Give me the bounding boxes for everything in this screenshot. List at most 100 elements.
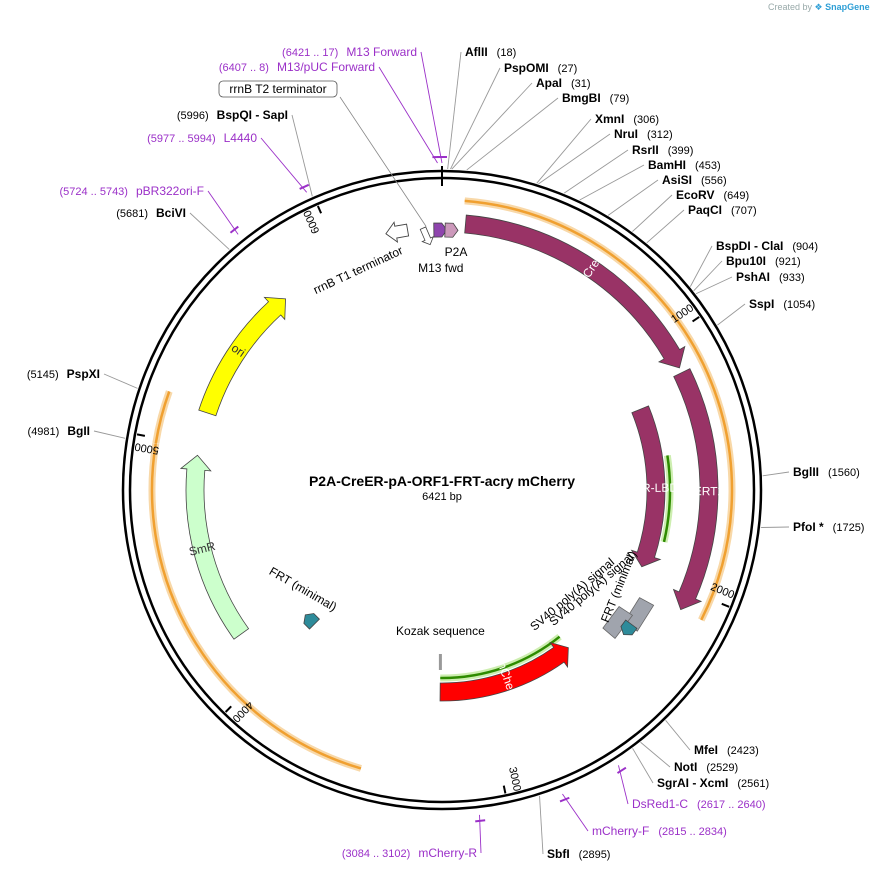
feature-label: ori <box>229 341 248 360</box>
primer-position: (3084 .. 3102) <box>342 848 411 860</box>
enzyme-position: (556) <box>701 175 727 187</box>
primer-name: DsRed1-C <box>632 797 688 811</box>
orange-arc <box>154 391 171 444</box>
tick-mark <box>692 316 700 323</box>
primer-leader <box>479 814 482 854</box>
enzyme-name: SgrAI - XcmI <box>657 776 728 790</box>
orange-arc <box>150 443 362 770</box>
primer-position: (2617 .. 2640) <box>697 799 766 811</box>
enzyme-leader <box>189 212 230 250</box>
feature-label: ERT2 <box>694 484 725 498</box>
enzyme-leader <box>693 260 723 292</box>
enzyme-position: (27) <box>558 63 578 75</box>
tick-label: 6000 <box>302 208 323 235</box>
primer-leader <box>260 137 308 193</box>
enzyme-leader <box>291 114 313 197</box>
primer-leader <box>378 66 438 164</box>
label-box <box>218 80 338 98</box>
enzyme-leader <box>607 179 659 216</box>
primer-mark <box>559 796 570 803</box>
feature-label: rrnB T2 terminator <box>229 82 326 96</box>
enzyme-name: ApaI <box>536 76 562 90</box>
tick-mark <box>721 602 730 608</box>
tick-label: 3000 <box>506 766 523 792</box>
primer-name: mCherry-F <box>592 824 649 838</box>
site-labels: AflII(18)PspOMI(27)ApaI(31)BmgBI(79)XmnI… <box>27 45 865 861</box>
tick-mark <box>502 785 507 794</box>
enzyme-position: (1725) <box>833 522 865 534</box>
enzyme-position: (921) <box>775 256 801 268</box>
feature-label: SmR <box>187 539 217 559</box>
map-length: 6421 bp <box>422 491 462 503</box>
enzyme-position: (1054) <box>783 299 815 311</box>
enzyme-position: (306) <box>633 114 659 126</box>
enzyme-leader <box>450 67 501 170</box>
feature-small-arrow <box>620 619 638 636</box>
primer-leader <box>618 765 629 805</box>
primer-mark <box>475 819 486 823</box>
feature-label: Kozak sequence <box>396 624 485 638</box>
enzyme-name: PaqCI <box>688 203 722 217</box>
enzyme-leader <box>646 209 685 244</box>
enzyme-name: AflII <box>465 45 488 59</box>
enzyme-name: EcoRV <box>676 188 714 202</box>
kozak-mark <box>438 653 442 670</box>
enzyme-position: (4981) <box>28 426 60 438</box>
green-arc <box>440 635 561 680</box>
enzyme-position: (649) <box>723 190 749 202</box>
primer-name: M13 Forward <box>346 45 417 59</box>
enzyme-position: (2529) <box>706 762 738 774</box>
enzyme-leader <box>689 245 713 287</box>
enzyme-position: (707) <box>731 205 757 217</box>
enzyme-name: BamHI <box>648 158 686 172</box>
primer-position: (6421 .. 17) <box>282 47 338 59</box>
enzyme-name: BgII <box>67 424 90 438</box>
feature-smr <box>179 454 250 640</box>
enzyme-position: (31) <box>571 78 591 90</box>
enzyme-name: PspXI <box>67 367 100 381</box>
enzyme-name: BspQI - SapI <box>217 108 288 122</box>
enzyme-leader <box>632 194 673 232</box>
feature-ert2 <box>672 368 719 611</box>
enzyme-name: MfeI <box>694 743 718 757</box>
enzyme-position: (1560) <box>828 467 860 479</box>
enzyme-name: PshAI <box>736 270 770 284</box>
enzyme-leader <box>632 748 654 784</box>
enzyme-position: (5145) <box>27 369 59 381</box>
primer-name: L4440 <box>224 131 258 145</box>
enzyme-name: RsrII <box>632 143 659 157</box>
map-title: P2A-CreER-pA-ORF1-FRT-acry mCherry <box>309 473 575 489</box>
enzyme-name: SbfI <box>547 847 570 861</box>
rrnb-t2-terminator-label: rrnB T2 terminator <box>218 80 338 98</box>
enzyme-leader <box>695 276 733 295</box>
tick-mark <box>136 433 146 437</box>
enzyme-position: (399) <box>668 145 694 157</box>
enzyme-position: (933) <box>779 272 805 284</box>
enzyme-position: (312) <box>647 129 673 141</box>
enzyme-name: PspOMI <box>504 61 549 75</box>
terminator-small-arrow <box>419 226 434 246</box>
enzyme-leader <box>536 118 592 184</box>
feature-cre <box>464 214 686 369</box>
enzyme-leader <box>93 430 126 439</box>
enzyme-position: (18) <box>497 47 517 59</box>
primer-leader <box>207 190 239 235</box>
feature-label: ER-LBD <box>634 481 678 495</box>
enzyme-position: (2423) <box>727 745 759 757</box>
enzyme-leader <box>579 164 645 201</box>
feature-label: M13 fwd <box>418 261 463 275</box>
primer-position: (2815 .. 2834) <box>658 826 727 838</box>
enzyme-leader <box>760 526 790 528</box>
primer-leader <box>562 793 589 832</box>
enzyme-name: PfoI * <box>793 520 824 534</box>
enzyme-position: (904) <box>792 241 818 253</box>
enzyme-leader <box>665 720 691 751</box>
enzyme-leader <box>539 795 544 855</box>
tick-label: 5000 <box>134 440 160 456</box>
primer-name: mCherry-R <box>418 846 477 860</box>
snapgene-credit: Created by ❖ SnapGene <box>768 2 870 13</box>
enzyme-position: (5681) <box>116 208 148 220</box>
enzyme-name: AsiSI <box>662 173 692 187</box>
enzyme-name: NotI <box>674 760 697 774</box>
